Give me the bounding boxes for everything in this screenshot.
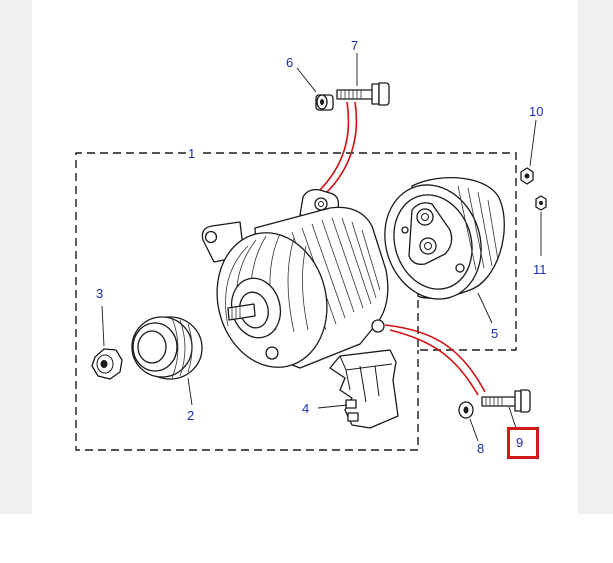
part-8-washer[interactable]	[458, 401, 474, 419]
part-9-bolt[interactable]	[481, 389, 531, 413]
callout-6[interactable]: 6	[286, 55, 293, 70]
part-2-pulley[interactable]	[131, 316, 203, 380]
part-1-alternator[interactable]	[201, 189, 389, 379]
assembly-boundary	[75, 152, 517, 451]
left-margin-panel	[0, 0, 32, 514]
callout-8[interactable]: 8	[477, 441, 484, 456]
bolt-path-upper	[317, 101, 350, 193]
bolt-path-lower	[384, 324, 486, 393]
callout-1[interactable]: 1	[188, 146, 195, 161]
part-11-nut[interactable]	[535, 195, 547, 211]
callout-3[interactable]: 3	[96, 286, 103, 301]
callout-5[interactable]: 5	[491, 326, 498, 341]
callout-10[interactable]: 10	[529, 104, 543, 119]
part-10-nut[interactable]	[520, 167, 534, 185]
callout-2[interactable]: 2	[187, 408, 194, 423]
part-5-end-cover[interactable]	[370, 172, 505, 311]
callout-11[interactable]: 11	[533, 262, 547, 277]
callout-4[interactable]: 4	[302, 401, 309, 416]
callout-7[interactable]: 7	[351, 38, 358, 53]
callout-9[interactable]: 9	[516, 435, 523, 450]
part-4-regulator[interactable]	[329, 349, 399, 429]
part-7-bolt[interactable]	[336, 82, 390, 106]
part-3-nut[interactable]	[91, 348, 123, 380]
right-margin-panel	[578, 0, 613, 514]
highlight-box	[507, 427, 539, 459]
part-6-washer[interactable]	[315, 94, 334, 111]
